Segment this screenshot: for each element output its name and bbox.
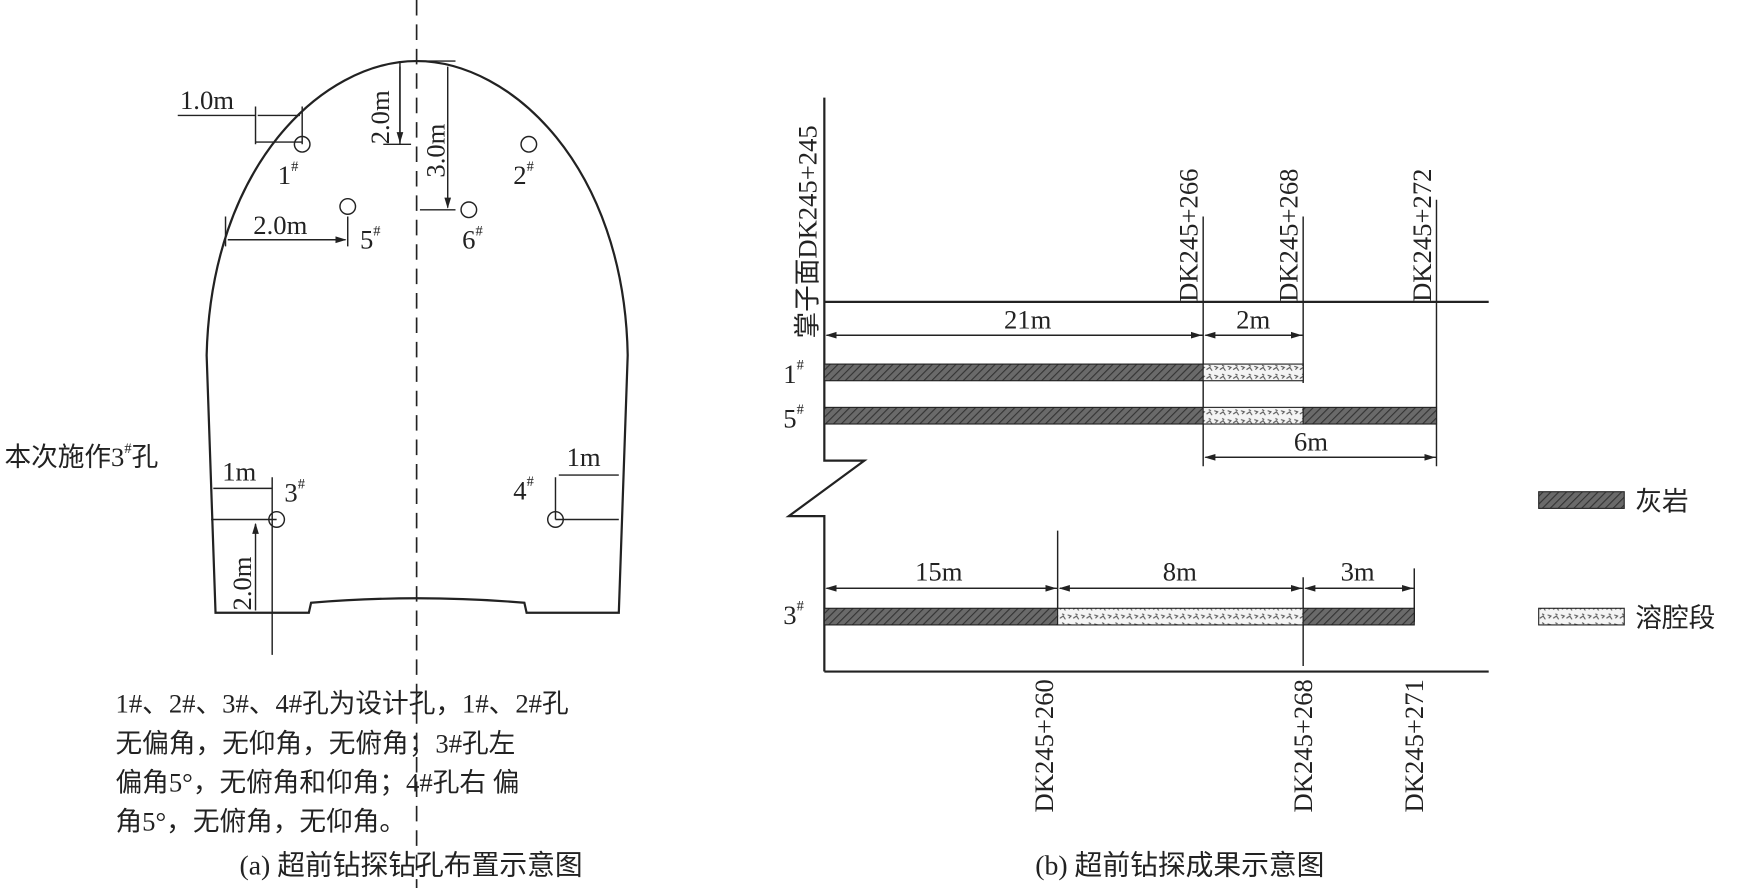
dim-2m-horizontal: 2.0m <box>253 210 307 240</box>
hole-label-3: 3# <box>284 476 305 507</box>
legend-limestone-label: 灰岩 <box>1635 487 1688 517</box>
station-bottom-1: DK245+260 <box>1029 679 1059 812</box>
bar-5-limestone <box>823 406 1204 425</box>
station-top-1: DK245+266 <box>1174 169 1204 302</box>
row-label-3: 3# <box>783 599 804 630</box>
legend-cavity-label: 溶腔段 <box>1635 603 1715 633</box>
drilling-results: 掌子面DK245+245 DK245+266 DK245+268 DK245+2… <box>783 97 1715 882</box>
dim-3m: 3m <box>1341 557 1375 587</box>
note-line-1: 1#、2#、3#、4#孔为设计孔，1#、2#孔 <box>116 689 569 719</box>
hole-label-5: 5# <box>360 223 381 254</box>
dim-2m-bottom: 2.0m <box>227 556 257 610</box>
row-label-1: 1# <box>783 358 804 389</box>
dim-6m: 6m <box>1294 427 1328 457</box>
hole-6 <box>460 201 478 219</box>
hole-2 <box>520 135 538 153</box>
bar-3-limestone <box>823 607 1059 626</box>
dim-2m: 2m <box>1236 305 1270 335</box>
dim-2m-vertical: 2.0m <box>365 90 395 144</box>
caption-a: (a) 超前钻探钻孔布置示意图 <box>239 851 582 882</box>
station-bottom-2: DK245+268 <box>1288 679 1318 812</box>
hole-label-2: 2# <box>513 159 534 190</box>
face-label: 掌子面DK245+245 <box>793 125 823 338</box>
bar-5-cavity <box>1202 406 1304 425</box>
current-hole-label: 本次施作3#孔 <box>4 441 158 472</box>
dim-3m-vertical: 3.0m <box>420 123 450 177</box>
note-line-3: 偏角5°，无俯角和仰角；4#孔右 偏 <box>116 767 520 797</box>
dim-21m: 21m <box>1004 305 1052 335</box>
caption-b: (b) 超前钻探成果示意图 <box>1035 851 1324 882</box>
dim-1m-left: 1m <box>222 457 256 487</box>
tunnel-outline <box>205 59 629 614</box>
hole-label-6: 6# <box>462 223 483 254</box>
note-line-4: 角5°，无俯角，无仰角。 <box>116 806 407 836</box>
legend-limestone-swatch <box>1538 491 1625 509</box>
station-top-2: DK245+268 <box>1274 169 1304 302</box>
hole-5 <box>339 197 357 215</box>
tunnel-section: 1# 2# 5# 6# 3# 4# 1.0m 2.0m 3.0m 2.0m 1m… <box>4 0 629 888</box>
hole-label-1: 1# <box>278 159 299 190</box>
bar-1-cavity <box>1202 363 1304 382</box>
dim-15m: 15m <box>915 557 963 587</box>
bar-3-limestone-end <box>1302 607 1415 626</box>
bar-5-limestone-end <box>1302 406 1438 425</box>
station-top-3: DK245+272 <box>1407 169 1437 302</box>
note-line-2: 无偏角，无仰角，无俯角；3#孔左 <box>116 729 516 759</box>
row-label-5: 5# <box>783 402 804 433</box>
dim-8m: 8m <box>1163 557 1197 587</box>
legend-cavity-swatch <box>1538 607 1625 626</box>
dim-1m-top: 1.0m <box>180 85 234 115</box>
dim-1m-right: 1m <box>567 442 601 472</box>
station-bottom-3: DK245+271 <box>1399 679 1429 812</box>
bar-1-limestone <box>823 363 1204 382</box>
bar-3-cavity <box>1057 607 1304 626</box>
hole-label-4: 4# <box>513 474 534 505</box>
face-line <box>785 97 868 672</box>
